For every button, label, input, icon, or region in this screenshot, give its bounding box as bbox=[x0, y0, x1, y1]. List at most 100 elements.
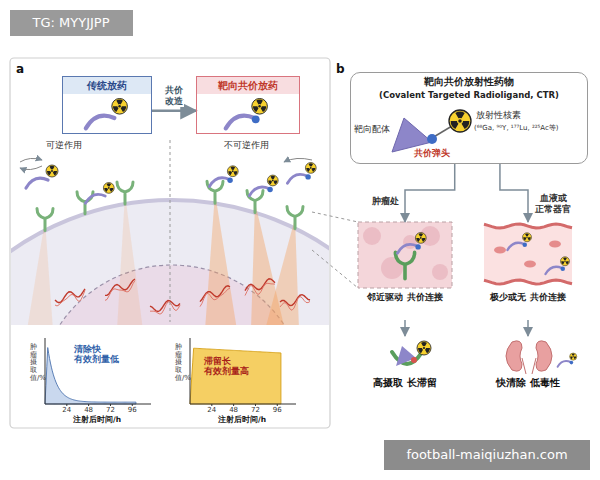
annotation: 注射后时间/h bbox=[73, 415, 121, 424]
flow-arrow bbox=[152, 110, 196, 113]
radioactive-disc bbox=[112, 99, 128, 115]
flow-arrow bbox=[404, 320, 406, 336]
annotation: 清除快 有效剂量低 bbox=[74, 344, 119, 364]
tumor-cell bbox=[363, 227, 381, 245]
radioactive-symbol bbox=[561, 257, 570, 266]
divider bbox=[170, 140, 171, 322]
radioactive-blade bbox=[231, 167, 236, 170]
radioactive-blade bbox=[110, 188, 114, 192]
radioactive-blade bbox=[523, 237, 526, 240]
definition-box: 靶向共价放射性药物(Covalent Targeted Radioligand,… bbox=[350, 72, 588, 164]
radioactive-blade bbox=[47, 171, 51, 175]
dna-strand bbox=[105, 279, 135, 295]
radioactive-core bbox=[310, 167, 312, 169]
reversible-arrow bbox=[20, 166, 42, 170]
radioactive-symbol bbox=[103, 183, 114, 194]
radioligand bbox=[558, 353, 577, 367]
radioactive-disc bbox=[449, 110, 471, 132]
annotation: 96 bbox=[128, 406, 137, 414]
uptake-area bbox=[190, 348, 281, 404]
dna-strand bbox=[200, 288, 230, 306]
outcome-text: 快清除 低毒性 bbox=[484, 376, 572, 389]
concept-box: 传统放药 bbox=[62, 76, 152, 134]
annotation: 48 bbox=[84, 406, 93, 414]
radioactive-core bbox=[423, 347, 425, 349]
ureter bbox=[522, 358, 526, 374]
annotation: 72 bbox=[106, 406, 115, 414]
blood-vessel bbox=[484, 226, 572, 282]
warhead bbox=[561, 267, 566, 272]
tumor-region bbox=[358, 222, 452, 288]
radioactive-blade bbox=[425, 348, 430, 353]
radioactive-blade bbox=[49, 166, 54, 170]
receptor-shape bbox=[117, 182, 133, 204]
radioactive-blade bbox=[421, 342, 427, 346]
reversible-arrow bbox=[20, 158, 42, 162]
axis bbox=[45, 338, 151, 404]
radioactive-symbol bbox=[46, 165, 58, 177]
radioactive-blade bbox=[253, 106, 259, 112]
kidney bbox=[536, 341, 552, 371]
radioactive-blade bbox=[566, 261, 569, 264]
watermark: TG: MYYJJPP bbox=[33, 15, 110, 31]
annotation: 24 bbox=[62, 406, 71, 414]
flow-arrow bbox=[527, 320, 529, 336]
radioactive-symbol bbox=[252, 99, 268, 115]
annotation: 不可逆作用 bbox=[224, 140, 269, 151]
ligand-shape bbox=[226, 116, 255, 129]
radioactive-core bbox=[564, 261, 565, 262]
annotation: 96 bbox=[273, 406, 282, 414]
ligand-shape bbox=[396, 346, 416, 366]
radioligand bbox=[287, 163, 316, 184]
radioactive-blade bbox=[271, 176, 276, 179]
radioactive-core bbox=[420, 237, 422, 239]
watermark-box bbox=[384, 440, 590, 470]
outcome-text: 高摄取 长滞留 bbox=[358, 376, 452, 389]
radioactive-blade bbox=[53, 171, 57, 175]
ligand-shape bbox=[85, 194, 105, 203]
radioactive-symbol bbox=[523, 233, 532, 242]
ligand-shape bbox=[546, 267, 563, 274]
radioactive-disc bbox=[305, 163, 316, 174]
tick bbox=[88, 404, 89, 406]
panel-letter: b bbox=[336, 62, 345, 76]
dna-strand bbox=[245, 279, 275, 291]
vessel-wall bbox=[484, 280, 572, 284]
radioactive-symbol bbox=[267, 175, 278, 186]
radioactive-core bbox=[258, 105, 260, 107]
radioactive-blade bbox=[528, 237, 531, 240]
receptor-shape bbox=[37, 208, 53, 230]
radioactive-blade bbox=[107, 183, 112, 186]
panel-letter: a bbox=[16, 62, 24, 76]
annotation: 肿瘤摄取值/% bbox=[30, 344, 37, 382]
radioactive-core bbox=[51, 170, 53, 172]
radioligand bbox=[546, 257, 570, 274]
outcome-box: 邻近驱动 共价连接 bbox=[358, 222, 452, 320]
radioactive-blade bbox=[525, 233, 529, 236]
radioactive-disc bbox=[561, 257, 570, 266]
dna-strand bbox=[280, 297, 310, 311]
ureter bbox=[532, 358, 536, 374]
radioactive-blade bbox=[306, 168, 310, 172]
edge-label: 共价 改造 bbox=[164, 85, 184, 107]
outcome-text: 极少或无 共价连接 bbox=[484, 292, 572, 304]
radioactive-symbol bbox=[415, 233, 426, 244]
warhead bbox=[415, 244, 420, 249]
receptor-shape bbox=[395, 252, 414, 278]
radioactive-blade bbox=[422, 238, 426, 242]
annotation: (⁶⁸Ga, ⁹⁰Y, ¹⁷⁷Lu, ²²⁵Ac等) bbox=[474, 124, 559, 132]
radioligand bbox=[209, 166, 238, 187]
ligand-shape bbox=[287, 174, 307, 183]
dna-strand bbox=[245, 283, 275, 295]
radioactive-blade bbox=[561, 261, 564, 264]
radioactive-blade bbox=[274, 180, 278, 184]
warhead bbox=[570, 361, 574, 365]
radioactive-symbol bbox=[305, 163, 316, 174]
annotation: 48 bbox=[229, 406, 238, 414]
radioactive-core bbox=[573, 356, 574, 357]
ligand-shape bbox=[558, 361, 571, 367]
radioligand bbox=[85, 183, 114, 204]
radioactive-blade bbox=[563, 257, 567, 260]
tick bbox=[66, 404, 67, 406]
concept-box: 靶向共价放药 bbox=[196, 76, 300, 134]
